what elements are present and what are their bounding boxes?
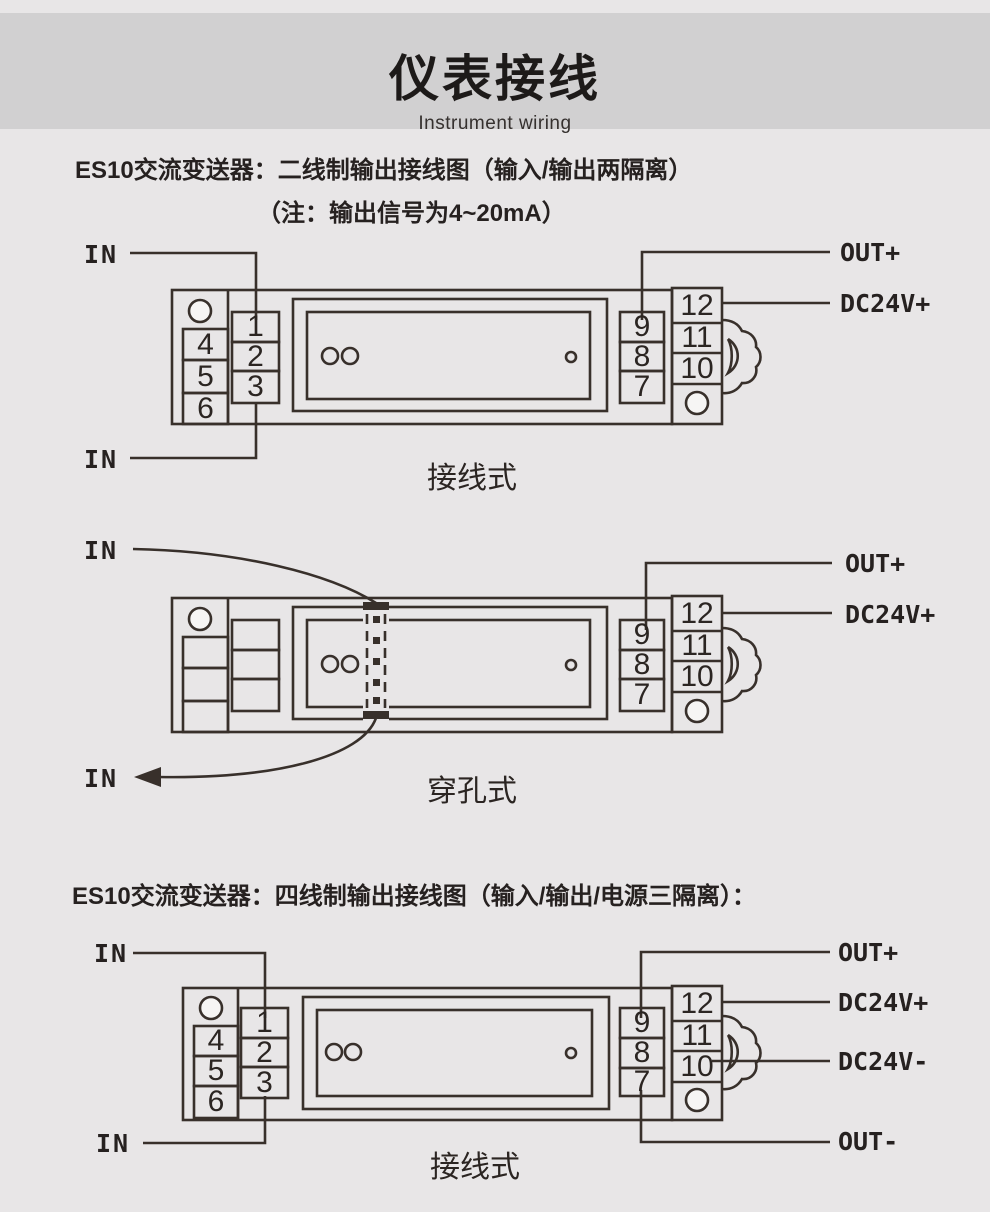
terminal-4: 4 xyxy=(207,1024,225,1057)
terminal-2: 2 xyxy=(256,1036,273,1069)
terminal-11: 11 xyxy=(681,321,713,354)
diagram1-mount-hole-top xyxy=(187,298,213,324)
diagram2-power-block xyxy=(670,594,724,734)
terminal-4: 4 xyxy=(197,328,214,361)
section-two-wire-note: （注：输出信号为4~20mA） xyxy=(257,200,566,227)
diagram3-in-top-label: IN xyxy=(94,939,129,968)
diagram2-device xyxy=(132,547,832,787)
terminal-9: 9 xyxy=(633,618,651,651)
diagram1-display-outer xyxy=(291,297,609,413)
terminal-10: 10 xyxy=(680,1050,714,1083)
terminal-9: 9 xyxy=(633,310,651,343)
terminal-7: 7 xyxy=(633,370,651,403)
section-two-wire-heading: ES10交流变送器：二线制输出接线图（输入/输出两隔离） xyxy=(75,157,693,184)
terminal-7: 7 xyxy=(633,678,651,711)
header-banner: 仪表接线 Instrument wiring xyxy=(0,13,990,134)
terminal-12: 12 xyxy=(680,987,714,1020)
diagram3-wire-out-minus xyxy=(639,1090,830,1144)
page-subtitle: Instrument wiring xyxy=(418,113,572,134)
diagram3-dc24v-plus-label: DC24V+ xyxy=(838,988,929,1017)
terminal-2: 2 xyxy=(247,340,264,373)
terminal-7: 7 xyxy=(633,1065,651,1098)
terminal-5: 5 xyxy=(207,1054,225,1087)
through-hole-channel xyxy=(363,602,389,721)
diagram3-caption: 接线式 xyxy=(430,1151,520,1184)
diagram2-dc24v-plus-label: DC24V+ xyxy=(845,600,936,629)
terminal-8: 8 xyxy=(633,1036,651,1069)
page-title: 仪表接线 xyxy=(389,51,601,107)
diagram1-wire-in-top xyxy=(130,251,258,320)
terminal-6: 6 xyxy=(197,392,214,425)
terminal-11: 11 xyxy=(681,1019,713,1052)
diagram1-device xyxy=(130,250,830,460)
diagram2-wire-in-top-curve xyxy=(132,547,377,605)
terminal-1: 1 xyxy=(256,1006,273,1039)
diagram2-caption: 穿孔式 xyxy=(427,775,517,808)
diagram1-caption: 接线式 xyxy=(427,462,517,495)
diagram3-out-minus-label: OUT- xyxy=(838,1127,899,1156)
diagram2-in-bottom-label: IN xyxy=(84,764,119,793)
diagram1-in-bottom-label: IN xyxy=(84,445,119,474)
diagram1-out-plus-label: OUT+ xyxy=(840,238,901,267)
diagram3-display-outer xyxy=(301,995,611,1111)
terminal-12: 12 xyxy=(680,289,714,322)
terminal-10: 10 xyxy=(680,660,714,693)
diagram2-in-top-label: IN xyxy=(84,536,119,565)
diagram2-wire-out-plus xyxy=(644,561,832,630)
terminal-1: 1 xyxy=(247,310,264,343)
arrowhead-icon xyxy=(134,767,161,787)
terminal-3: 3 xyxy=(247,370,264,403)
terminal-10: 10 xyxy=(680,352,714,385)
diagram1-power-block xyxy=(670,286,724,426)
diagram3-mount-hole-bottom xyxy=(684,1087,710,1113)
diagram2-wire-in-bottom-curve xyxy=(157,717,378,779)
diagram3-out-plus-label: OUT+ xyxy=(838,938,899,967)
terminal-8: 8 xyxy=(633,340,651,373)
diagram3-wire-in-bottom xyxy=(143,1096,267,1145)
diagram3-wire-out-plus xyxy=(639,950,830,1018)
diagram3-display-inner xyxy=(315,1008,594,1098)
diagram3-wire-in-top xyxy=(133,951,267,1018)
diagram1-mount-hole-bottom xyxy=(684,390,710,416)
section-four-wire-heading: ES10交流变送器：四线制输出接线图（输入/输出/电源三隔离）： xyxy=(72,883,757,910)
terminal-3: 3 xyxy=(256,1066,273,1099)
diagram3-power-block xyxy=(670,984,724,1122)
diagram1-dc24v-plus-label: DC24V+ xyxy=(840,289,931,318)
diagram2-display-inner xyxy=(305,618,592,709)
diagram2-mount-hole-bottom xyxy=(684,698,710,724)
diagram2-out-plus-label: OUT+ xyxy=(845,549,906,578)
diagram2-display-outer xyxy=(291,605,609,721)
terminal-9: 9 xyxy=(633,1006,651,1039)
diagram1-wire-out-plus xyxy=(640,250,830,320)
diagram3-device xyxy=(133,950,830,1145)
terminal-12: 12 xyxy=(680,597,714,630)
diagram3-dc24v-minus-label: DC24V- xyxy=(838,1047,929,1076)
diagram3-mount-hole-top xyxy=(198,995,224,1021)
terminal-6: 6 xyxy=(207,1085,225,1118)
terminal-5: 5 xyxy=(197,360,214,393)
diagram3-in-bottom-label: IN xyxy=(96,1129,131,1158)
diagram2-mount-hole-top xyxy=(187,606,213,632)
terminal-8: 8 xyxy=(633,648,651,681)
diagram1-display-inner xyxy=(305,310,592,401)
diagram1-in-top-label: IN xyxy=(84,240,119,269)
terminal-11: 11 xyxy=(681,629,713,662)
diagram1-wire-in-bottom xyxy=(130,403,258,460)
